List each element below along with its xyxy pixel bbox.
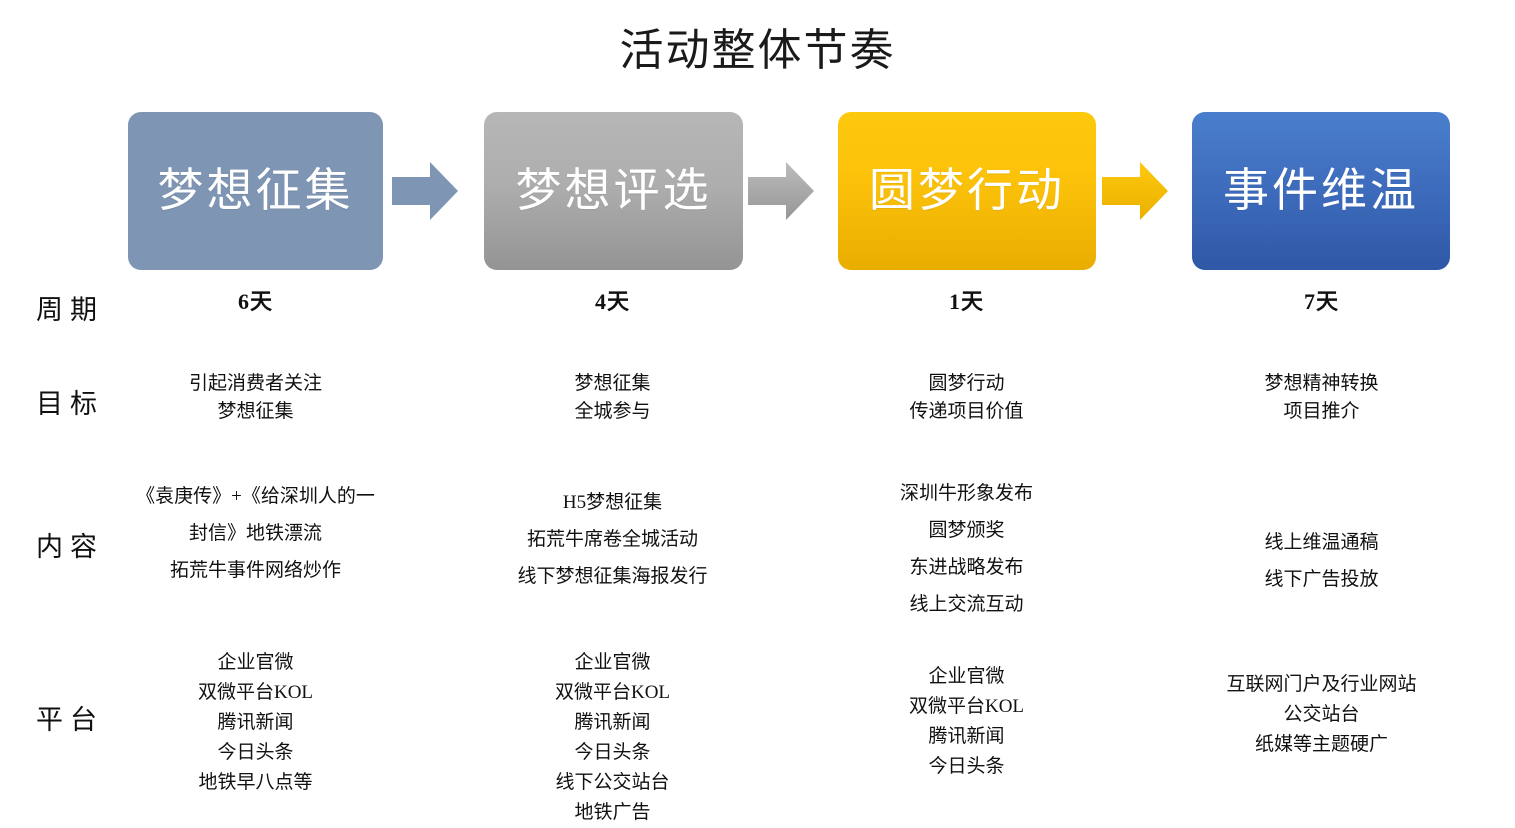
cell-text-line: 企业官微 [928, 666, 1005, 687]
cell-text-line: 线上维温通稿 [1264, 532, 1379, 553]
row-label-content: 内容 [36, 532, 104, 562]
stage-box-label: 梦想征集 [157, 165, 354, 216]
cell-text-line: 线下公交站台 [555, 772, 670, 794]
stage-box-event-warmth[interactable]: 事件维温 [1192, 112, 1450, 270]
cell-text-line: 梦想精神转换 [1264, 373, 1379, 394]
cell-text-line: 双微平台KOL [554, 682, 671, 704]
cell-text-line: 互联网门户及行业网站 [1226, 674, 1417, 695]
cell-text-line: 线下广告投放 [1264, 569, 1379, 591]
stage-box-label: 事件维温 [1223, 165, 1419, 216]
cell-text-line: 企业官微 [217, 652, 294, 673]
stage-box-label: 圆梦行动 [869, 165, 1065, 216]
cell-text-line: 圆梦颁奖 [928, 520, 1005, 542]
cell-text-line: 今日头条 [928, 756, 1005, 778]
cell-goal-col2: 圆梦行动传递项目价值 [828, 370, 1105, 425]
cell-text-line: 深圳牛形象发布 [899, 483, 1033, 504]
cell-text-line: 纸媒等主题硬广 [1254, 734, 1388, 756]
cell-text-line: 今日头条 [574, 742, 651, 764]
row-label-goal: 目标 [36, 389, 104, 419]
cell-text-line: 拓荒牛事件网络炒作 [169, 560, 341, 582]
cell-period-col1: 4天 [594, 289, 630, 314]
cell-text-line: 项目推介 [1283, 400, 1360, 422]
cell-period-col2: 1天 [948, 289, 984, 314]
cell-content-col0: 《袁庚传》+《给深圳人的一封信》地铁漂流拓荒牛事件网络炒作 [118, 478, 393, 589]
cell-text-line: 双微平台KOL [908, 696, 1025, 718]
cell-content-col2: 深圳牛形象发布圆梦颁奖东进战略发布线上交流互动 [828, 475, 1105, 623]
cell-platform-col3: 互联网门户及行业网站公交站台纸媒等主题硬广 [1168, 670, 1475, 760]
cell-text-line: 公交站台 [1283, 704, 1360, 726]
row-label-platform: 平台 [36, 705, 104, 735]
cell-goal-col1: 梦想征集全城参与 [474, 370, 751, 425]
stage-box-dream-collection[interactable]: 梦想征集 [128, 112, 383, 270]
right-arrow-icon [392, 160, 458, 222]
cell-platform-col0: 企业官微双微平台KOL 腾讯新闻今日头条地铁早八点等 [118, 648, 393, 798]
cell-goal-col0: 引起消费者关注梦想征集 [118, 370, 393, 425]
cell-text-line: 梦想征集 [217, 400, 294, 422]
cell-text-line: 腾讯新闻 [217, 712, 294, 734]
cell-goal-col3: 梦想精神转换项目推介 [1168, 370, 1475, 425]
cell-platform-col2: 企业官微双微平台KOL 腾讯新闻今日头条 [828, 662, 1105, 782]
cell-text-line: 全城参与 [574, 400, 651, 422]
page-title: 活动整体节奏 [619, 26, 896, 75]
stage-box-label: 梦想评选 [515, 165, 712, 216]
cell-content-col3: 线上维温通稿线下广告投放 [1168, 524, 1475, 598]
cell-period-col0: 6天 [237, 289, 273, 314]
stage-flow-row: 梦想征集 梦想评选 圆梦行动 [0, 112, 1515, 270]
cell-text-line: 地铁广告 [574, 802, 651, 824]
cell-text-line: 引起消费者关注 [188, 373, 322, 394]
cell-text-line: 拓荒牛席卷全城活动 [526, 529, 698, 551]
cell-text-line: 梦想征集 [574, 373, 651, 394]
cell-text-line: 企业官微 [574, 652, 651, 673]
cell-text-line: 线下梦想征集海报发行 [517, 566, 708, 588]
cell-platform-col1: 企业官微双微平台KOL 腾讯新闻今日头条线下公交站台地铁广告 [474, 648, 751, 828]
stage-box-dream-selection[interactable]: 梦想评选 [484, 112, 743, 270]
cell-period-col3: 7天 [1303, 289, 1339, 314]
cell-text-line: 双微平台KOL [197, 682, 314, 704]
cell-text-line: H5梦想征集 [562, 492, 663, 513]
cell-text-line: 圆梦行动 [928, 373, 1005, 394]
cell-text-line: 《袁庚传》+《给深圳人的一 [136, 486, 375, 507]
cell-text-line: 腾讯新闻 [574, 712, 651, 734]
cell-text-line: 线上交流互动 [909, 594, 1024, 616]
cell-text-line: 东进战略发布 [909, 557, 1024, 579]
cell-text-line: 地铁早八点等 [198, 772, 313, 794]
cell-content-col1: H5梦想征集拓荒牛席卷全城活动线下梦想征集海报发行 [474, 484, 751, 595]
row-label-period: 周期 [36, 295, 104, 325]
cell-text-line: 封信》地铁漂流 [188, 523, 322, 545]
right-arrow-icon [748, 160, 814, 222]
cell-text-line: 今日头条 [217, 742, 294, 764]
right-arrow-icon [1102, 160, 1168, 222]
cell-text-line: 腾讯新闻 [928, 726, 1005, 748]
cell-text-line: 传递项目价值 [909, 400, 1024, 422]
stage-box-dream-fulfillment[interactable]: 圆梦行动 [838, 112, 1096, 270]
